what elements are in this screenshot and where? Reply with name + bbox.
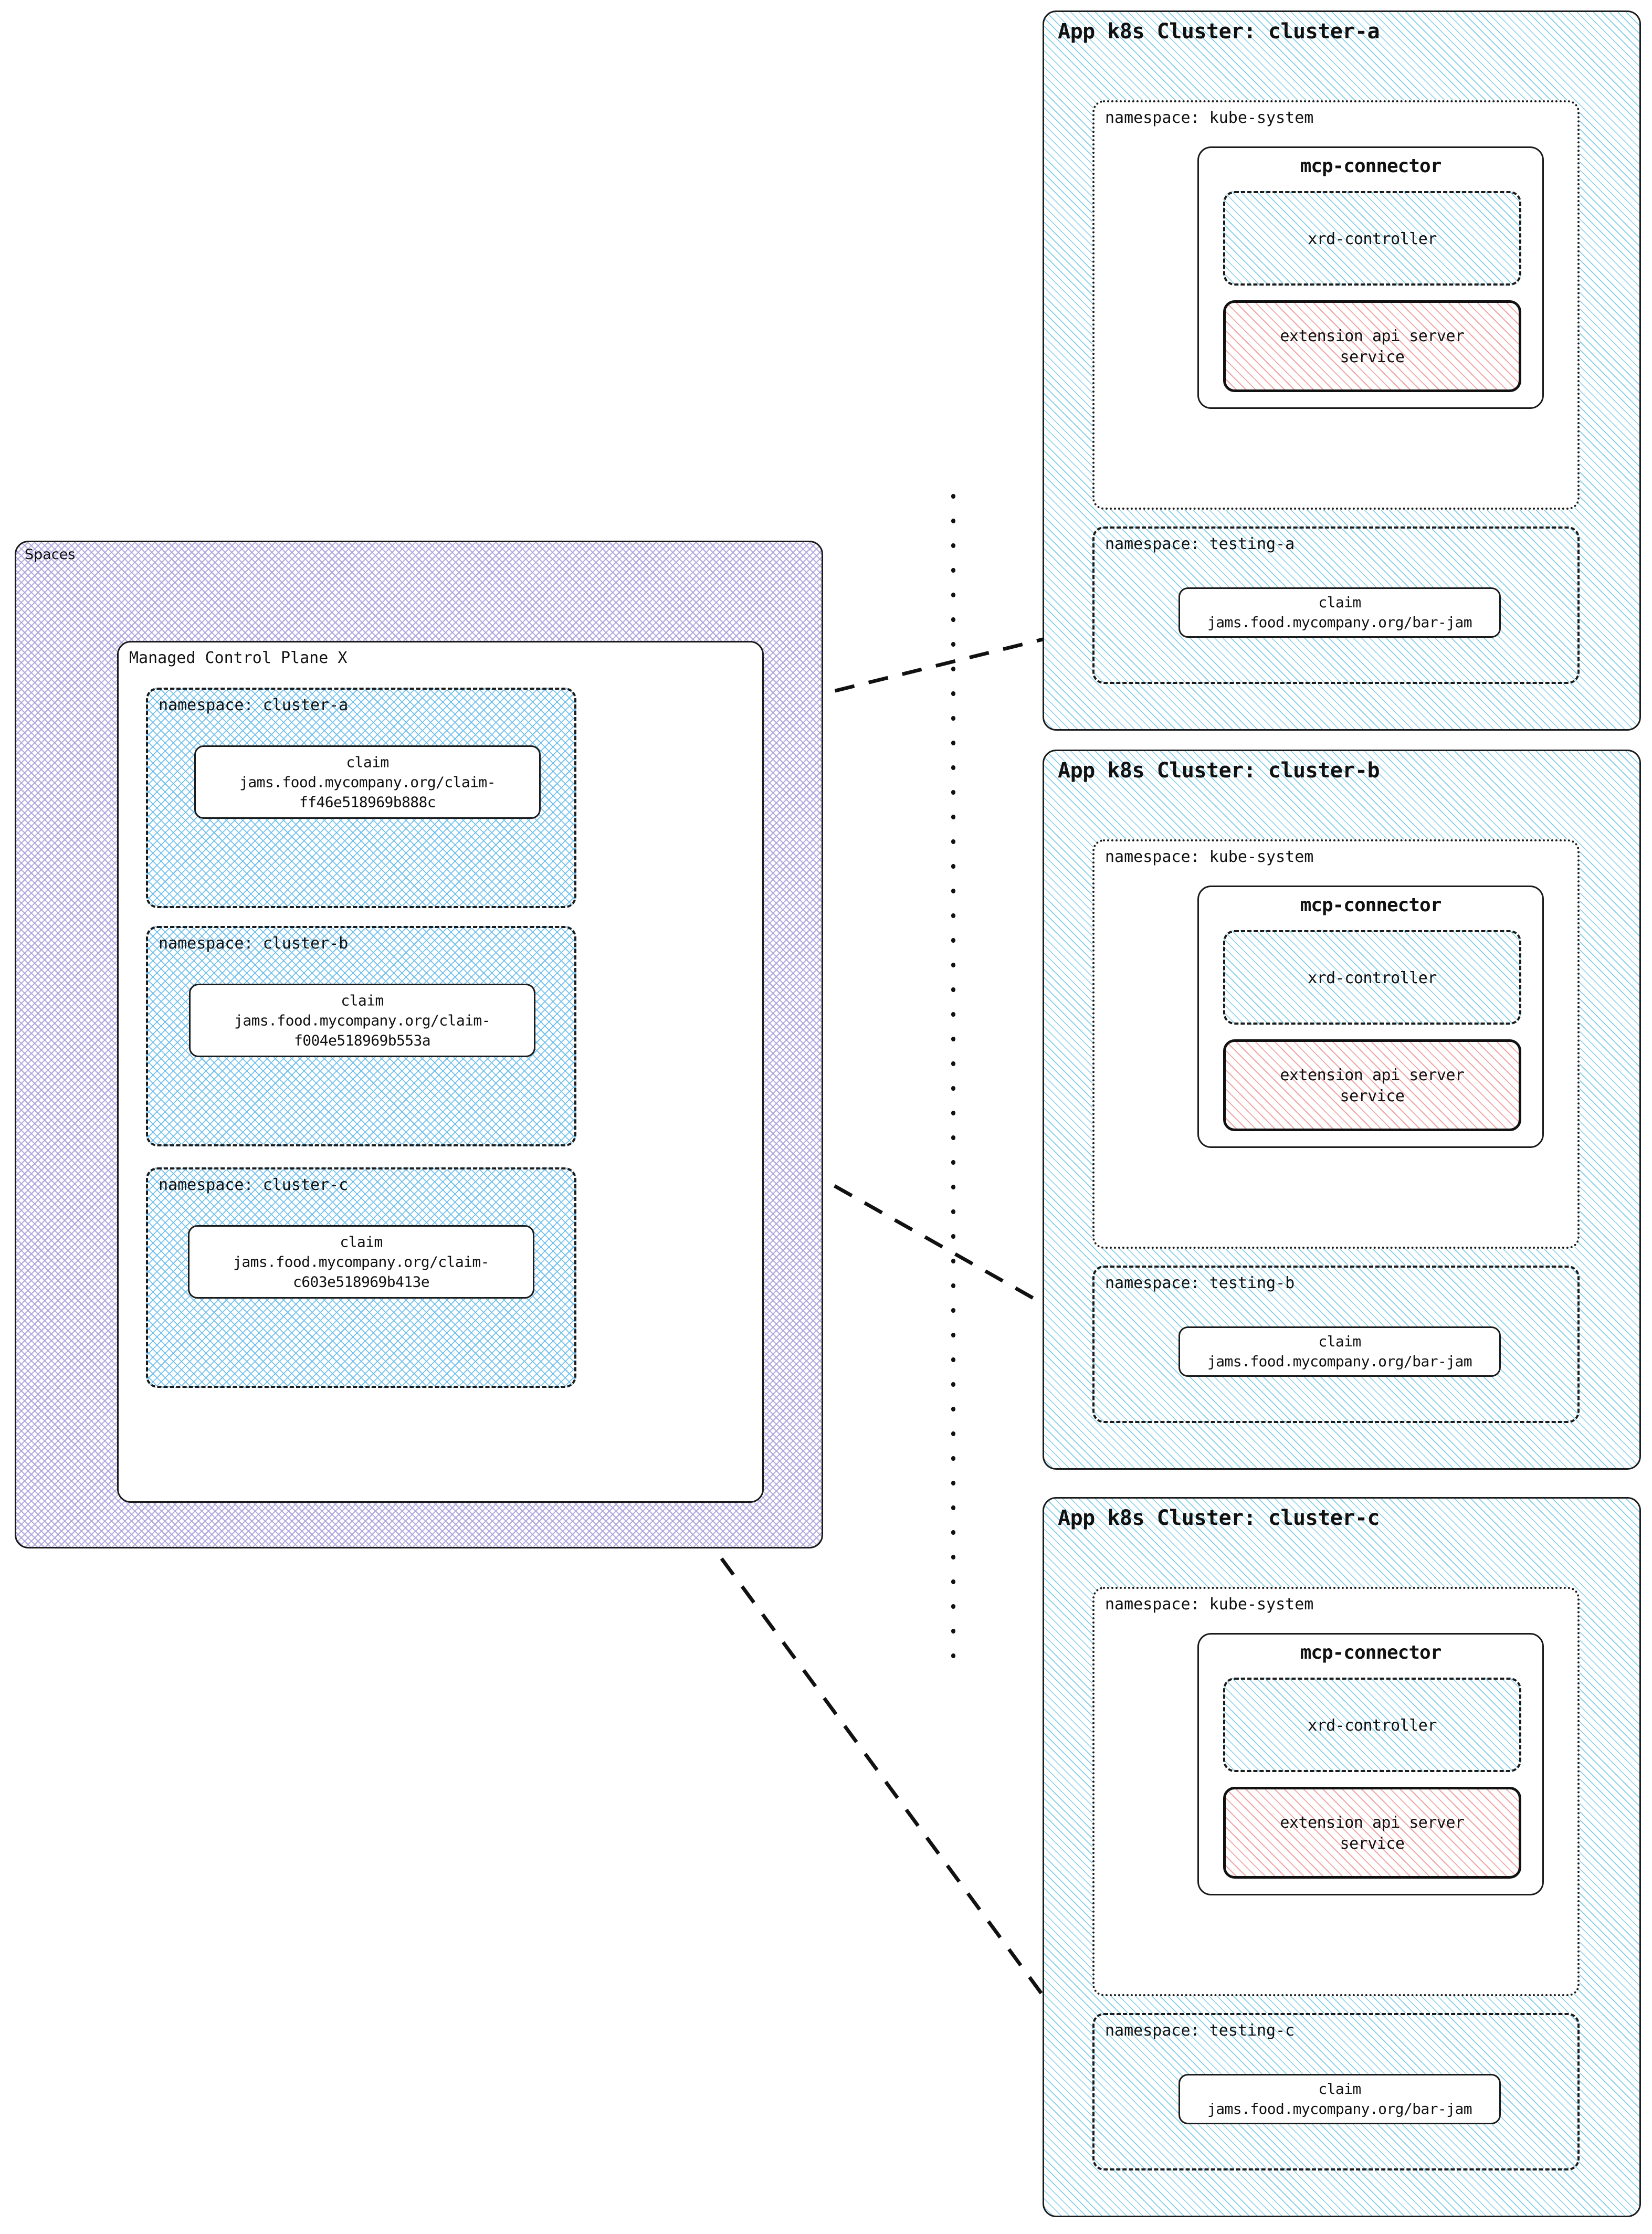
cluster-a-mcp-connector: mcp-connector xrd-controller extension a…	[1197, 146, 1544, 409]
cluster-c-testing-label: namespace: testing-c	[1105, 2021, 1295, 2040]
cluster-a-testing-label: namespace: testing-a	[1105, 535, 1295, 553]
namespace-cluster-b: namespace: cluster-b claim jams.food.myc…	[146, 926, 576, 1146]
cluster-b-eas-line2: service	[1340, 1087, 1405, 1105]
claim-box-cluster-c[interactable]: claim jams.food.mycompany.org/claim- c60…	[188, 1225, 534, 1299]
claim-kind: claim	[1318, 1333, 1361, 1351]
cluster-c-kube-system: namespace: kube-system mcp-connector xrd…	[1092, 1587, 1580, 1996]
namespace-cluster-a-label: namespace: cluster-a	[159, 696, 349, 714]
cluster-b-testing-label: namespace: testing-b	[1105, 1274, 1295, 1292]
cluster-a-xrd-controller[interactable]: xrd-controller	[1223, 191, 1521, 286]
claim-kind: claim	[1318, 2080, 1361, 2098]
cluster-b-extension-api-server[interactable]: extension api server service	[1223, 1039, 1521, 1131]
claim-box-cluster-b[interactable]: claim jams.food.mycompany.org/claim- f00…	[189, 984, 535, 1057]
claim-kind: claim	[346, 753, 389, 771]
cluster-c-xrd-controller-label: xrd-controller	[1308, 1716, 1437, 1735]
cluster-a-eas-line2: service	[1340, 347, 1405, 366]
claim-kind: claim	[341, 992, 384, 1009]
claim-kind: claim	[340, 1233, 383, 1251]
cluster-c-mcp-connector-label: mcp-connector	[1300, 1642, 1442, 1663]
cluster-c-xrd-controller[interactable]: xrd-controller	[1223, 1678, 1521, 1772]
claim-ref: jams.food.mycompany.org/claim-	[234, 1011, 490, 1029]
managed-control-plane: Managed Control Plane X namespace: clust…	[117, 641, 764, 1503]
cluster-b-testing-namespace: namespace: testing-b claim jams.food.myc…	[1092, 1266, 1580, 1423]
cluster-c-extension-api-server[interactable]: extension api server service	[1223, 1787, 1521, 1879]
cluster-panel-a: App k8s Cluster: cluster-a namespace: ku…	[1043, 10, 1641, 731]
cluster-c-eas-line1: extension api server	[1280, 1814, 1465, 1832]
namespace-cluster-a: namespace: cluster-a claim jams.food.myc…	[146, 688, 576, 908]
cluster-c-mcp-connector: mcp-connector xrd-controller extension a…	[1197, 1633, 1544, 1895]
cluster-c-eas-line2: service	[1340, 1834, 1405, 1853]
cluster-b-xrd-controller[interactable]: xrd-controller	[1223, 930, 1521, 1025]
claim-kind: claim	[1318, 594, 1361, 612]
cluster-a-xrd-controller-label: xrd-controller	[1308, 230, 1437, 248]
cluster-c-testing-namespace: namespace: testing-c claim jams.food.myc…	[1092, 2013, 1580, 2170]
namespace-cluster-b-label: namespace: cluster-b	[159, 934, 349, 953]
claim-box-cluster-a[interactable]: claim jams.food.mycompany.org/claim- ff4…	[194, 745, 541, 819]
claim-id: ff46e518969b888c	[299, 793, 436, 810]
cluster-a-title: App k8s Cluster: cluster-a	[1058, 19, 1380, 44]
cluster-b-title: App k8s Cluster: cluster-b	[1058, 758, 1380, 783]
cluster-b-testing-claim[interactable]: claim jams.food.mycompany.org/bar-jam	[1179, 1326, 1501, 1377]
claim-ref: jams.food.mycompany.org/bar-jam	[1207, 1353, 1472, 1370]
claim-id: f004e518969b553a	[293, 1031, 431, 1049]
claim-text-cluster-a: claim jams.food.mycompany.org/claim- ff4…	[196, 752, 539, 812]
cluster-panel-b: App k8s Cluster: cluster-b namespace: ku…	[1043, 750, 1641, 1470]
cluster-a-kube-system: namespace: kube-system mcp-connector xrd…	[1092, 100, 1580, 510]
cluster-a-extension-api-server[interactable]: extension api server service	[1223, 300, 1521, 392]
claim-text-cluster-c: claim jams.food.mycompany.org/claim- c60…	[190, 1232, 533, 1291]
claim-text-cluster-b: claim jams.food.mycompany.org/claim- f00…	[191, 990, 534, 1050]
cluster-b-kube-system-label: namespace: kube-system	[1105, 848, 1314, 866]
cluster-a-kube-system-label: namespace: kube-system	[1105, 109, 1314, 127]
cluster-b-eas-line1: extension api server	[1280, 1066, 1465, 1084]
namespace-cluster-c-label: namespace: cluster-c	[159, 1176, 349, 1194]
spaces-label: Spaces	[25, 546, 76, 563]
cluster-b-mcp-connector-label: mcp-connector	[1300, 894, 1442, 916]
claim-ref: jams.food.mycompany.org/claim-	[233, 1253, 489, 1271]
cluster-b-mcp-connector: mcp-connector xrd-controller extension a…	[1197, 886, 1544, 1148]
cluster-b-kube-system: namespace: kube-system mcp-connector xrd…	[1092, 839, 1580, 1249]
cluster-a-eas-line1: extension api server	[1280, 327, 1465, 345]
control-plane-label: Managed Control Plane X	[129, 649, 348, 667]
claim-id: c603e518969b413e	[292, 1272, 430, 1290]
cluster-b-xrd-controller-label: xrd-controller	[1308, 969, 1437, 987]
claim-ref: jams.food.mycompany.org/bar-jam	[1207, 2100, 1472, 2117]
cluster-a-mcp-connector-label: mcp-connector	[1300, 155, 1442, 177]
namespace-cluster-c: namespace: cluster-c claim jams.food.myc…	[146, 1167, 576, 1388]
cluster-c-testing-claim[interactable]: claim jams.food.mycompany.org/bar-jam	[1179, 2074, 1501, 2124]
cluster-panel-c: App k8s Cluster: cluster-c namespace: ku…	[1043, 1497, 1641, 2217]
cluster-c-kube-system-label: namespace: kube-system	[1105, 1595, 1314, 1614]
cluster-a-testing-namespace: namespace: testing-a claim jams.food.myc…	[1092, 526, 1580, 684]
spaces-container: Spaces Managed Control Plane X namespace…	[15, 541, 823, 1548]
claim-ref: jams.food.mycompany.org/claim-	[239, 773, 496, 791]
claim-ref: jams.food.mycompany.org/bar-jam	[1207, 614, 1472, 631]
cluster-c-title: App k8s Cluster: cluster-c	[1058, 1506, 1380, 1530]
cluster-a-testing-claim[interactable]: claim jams.food.mycompany.org/bar-jam	[1179, 587, 1501, 638]
